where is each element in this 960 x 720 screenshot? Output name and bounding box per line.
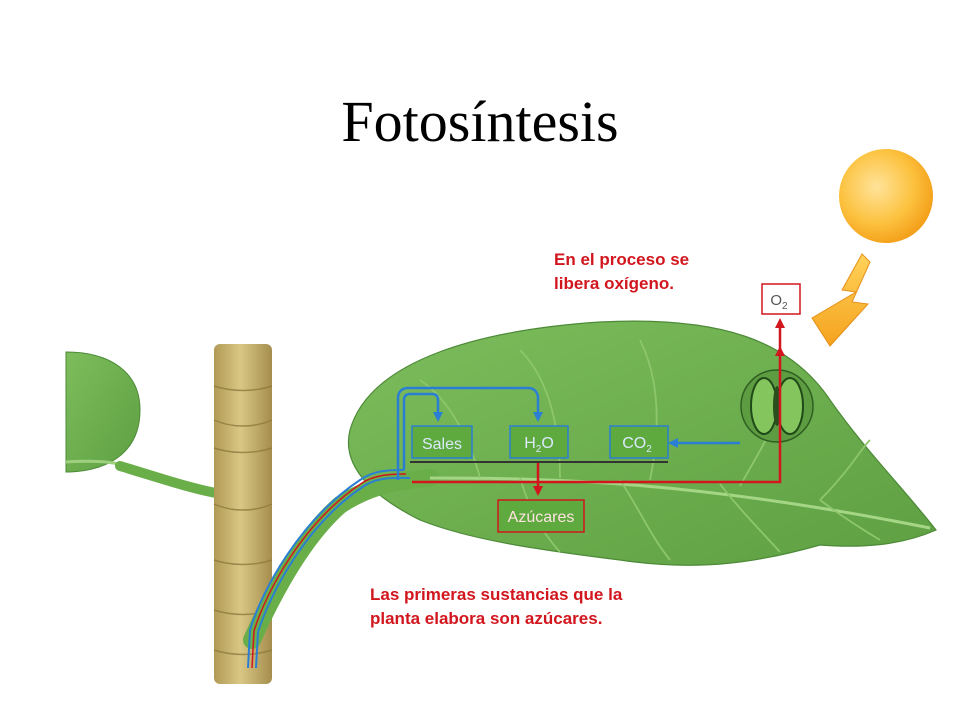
page-title: Fotosíntesis <box>341 89 619 154</box>
water-arrow <box>396 386 543 480</box>
midrib <box>429 476 931 530</box>
h2o-label: H2O <box>524 435 554 455</box>
sales-box: Sales <box>411 425 473 459</box>
azucares-box: Azúcares <box>497 499 585 533</box>
oxygen-note: En el proceso se libera oxígeno. <box>554 248 689 296</box>
stem <box>214 344 272 684</box>
left-leaf <box>65 351 141 473</box>
left-petiole <box>115 461 227 499</box>
xylem-line-2 <box>255 476 411 669</box>
sugars-note-line-1: Las primeras sustancias que la <box>370 585 623 604</box>
sugars-note: Las primeras sustancias que la planta el… <box>370 583 622 631</box>
sales-label: Sales <box>422 436 462 453</box>
co2-label: CO2 <box>622 435 652 455</box>
o2-label: O2 <box>770 292 788 312</box>
phloem-line <box>251 473 407 669</box>
o2-box: O2 <box>761 283 801 315</box>
oxygen-note-line-1: En el proceso se <box>554 250 690 269</box>
sun <box>839 149 933 243</box>
azucares-label: Azúcares <box>508 509 575 526</box>
sugar-transport-line <box>412 346 785 484</box>
salts-arrow <box>402 392 443 470</box>
h2o-box: H2O <box>509 425 569 459</box>
oxygen-note-line-2: libera oxígeno. <box>554 274 674 293</box>
sugars-note-line-2: planta elabora son azúcares. <box>370 609 603 628</box>
light-ray <box>811 253 871 347</box>
co2-box: CO2 <box>609 425 669 459</box>
xylem-line-1 <box>247 469 405 669</box>
